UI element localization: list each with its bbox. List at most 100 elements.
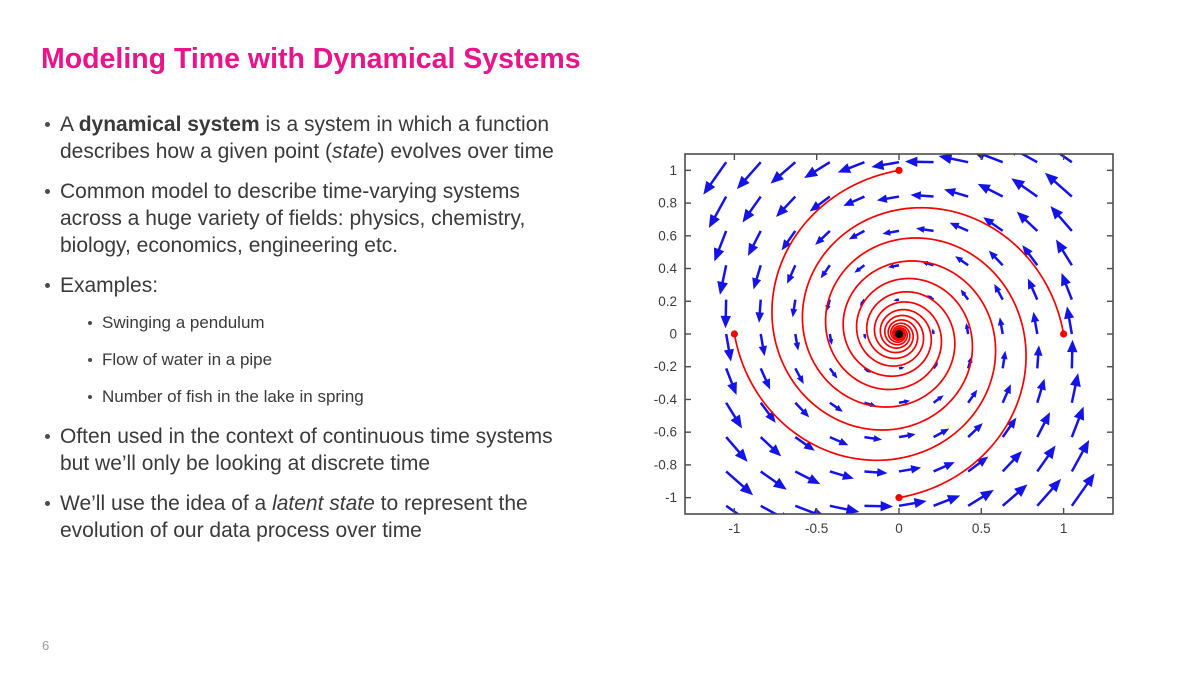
y-tick-label: -1 [665, 490, 677, 505]
bullet-text: Flow of water in a pipe [102, 350, 273, 369]
quiver-arrow-head [831, 371, 838, 379]
quiver-arrow-head [913, 498, 927, 509]
quiver-arrow-head [752, 277, 762, 290]
initial-state-marker [730, 330, 738, 338]
quiver-arrow-head [730, 414, 743, 429]
quiver-arrow-head [938, 154, 953, 164]
quiver-arrow-head [916, 226, 925, 233]
sub-bullet-item: Number of fish in the lake in spring [41, 386, 556, 408]
quiver-arrow-head [793, 342, 801, 351]
quiver-arrow-head [842, 471, 854, 480]
quiver-arrow-head [873, 435, 882, 442]
quiver-arrow-head [755, 312, 765, 323]
y-tick-label: 0.2 [658, 294, 677, 309]
quiver-arrow-head [1078, 439, 1090, 454]
quiver-arrow-head [1073, 406, 1085, 421]
bullet-text: Swinging a pendulum [102, 313, 265, 332]
x-tick-label: 0.5 [972, 521, 991, 536]
sub-bullet-item: Flow of water in a pipe [41, 349, 556, 371]
y-tick-label: 0.6 [658, 228, 677, 243]
quiver-arrow-shaft [1050, 177, 1073, 198]
x-tick-label: -0.5 [805, 521, 828, 536]
quiver-arrow-head [994, 284, 1002, 293]
quiver-arrow-head [1055, 239, 1068, 254]
quiver-arrow-head [815, 235, 825, 245]
quiver-arrow-head [900, 366, 905, 370]
initial-state-marker [895, 166, 903, 174]
quiver-arrow-head [781, 239, 792, 251]
quiver-arrow-head [772, 477, 787, 490]
bullet-item: We’ll use the idea of a latent state to … [41, 490, 556, 544]
quiver-arrow-head [979, 489, 994, 502]
plot-area [703, 154, 1095, 529]
quiver-arrow-head [796, 375, 804, 384]
quiver-arrow-head [758, 345, 768, 357]
y-tick-label: -0.4 [654, 392, 678, 407]
initial-state-marker [895, 494, 903, 502]
quiver-arrow-head [946, 495, 961, 505]
bullet-item: Examples: [41, 272, 556, 299]
quiver-arrow-head [745, 517, 759, 529]
quiver-arrow-shaft [1036, 484, 1056, 507]
quiver-arrow-head [1014, 484, 1028, 498]
quiver-arrow-head [880, 501, 894, 512]
quiver-arrow-shaft [1070, 447, 1086, 473]
quiver-arrow-head [1039, 412, 1051, 426]
quiver-arrow-head [813, 507, 823, 514]
bullet-list: A dynamical system is a system in which … [41, 111, 556, 557]
quiver-arrow-head [1000, 350, 1008, 360]
bullet-text: We’ll use the idea of a latent state to … [60, 492, 528, 542]
bullet-dot-icon [45, 501, 50, 506]
quiver-arrow-head [713, 247, 725, 262]
quiver-arrow-head [848, 232, 858, 240]
quiver-arrow-head [907, 432, 916, 439]
bullet-text: Examples: [60, 274, 159, 297]
bullet-text: Number of fish in the lake in spring [102, 387, 364, 406]
equilibrium-marker [895, 330, 903, 338]
quiver-arrow-shaft [712, 195, 728, 221]
quiver-arrow-head [820, 270, 828, 279]
quiver-arrow-shaft [725, 470, 748, 491]
quiver-arrow-head [776, 204, 789, 217]
bullet-text: Often used in the context of continuous … [60, 425, 553, 475]
quiver-arrow-shaft [760, 504, 779, 514]
slide-title: Modeling Time with Dynamical Systems [41, 43, 581, 75]
quiver-arrow-head [903, 399, 911, 405]
quiver-arrow-head [800, 408, 810, 418]
bullet-item: Often used in the context of continuous … [41, 423, 556, 477]
quiver-arrow-head [736, 175, 750, 190]
bullet-item: Common model to describe time-varying sy… [41, 178, 556, 259]
quiver-arrow-head [804, 166, 819, 179]
sub-bullet-item: Swinging a pendulum [41, 312, 556, 334]
quiver-arrow-head [845, 504, 860, 514]
vector-field [703, 154, 1095, 529]
quiver-arrow-head [964, 322, 970, 330]
quiver-arrow-head [747, 242, 759, 256]
quiver-arrow-head [708, 214, 720, 229]
quiver-arrow-shaft [1070, 414, 1082, 438]
y-tick-label: 0 [669, 327, 677, 342]
page-number: 6 [42, 638, 50, 653]
quiver-arrow-head [887, 263, 895, 269]
quiver-arrow-head [983, 217, 995, 227]
quiver-arrow-head [807, 474, 821, 485]
quiver-arrow-shaft [1058, 154, 1073, 164]
quiver-arrow-head [1070, 373, 1081, 387]
quiver-arrow-head [1082, 473, 1095, 488]
quiver-arrow-head [1006, 417, 1017, 429]
quiver-arrow-head [787, 273, 795, 284]
quiver-arrow-head [1061, 272, 1071, 287]
quiver-arrow-shaft [980, 154, 1004, 164]
y-tick-label: 0.8 [658, 196, 677, 211]
quiver-arrow-head [1009, 451, 1022, 464]
quiver-arrow-head [893, 298, 898, 302]
quiver-arrow-head [734, 448, 748, 462]
quiver-arrow-head [854, 266, 861, 273]
quiver-arrow-head [960, 289, 967, 297]
quiver-arrow-shaft [742, 161, 762, 184]
quiver-arrow-shaft [1055, 212, 1073, 232]
quiver-arrow-head [1033, 345, 1043, 356]
